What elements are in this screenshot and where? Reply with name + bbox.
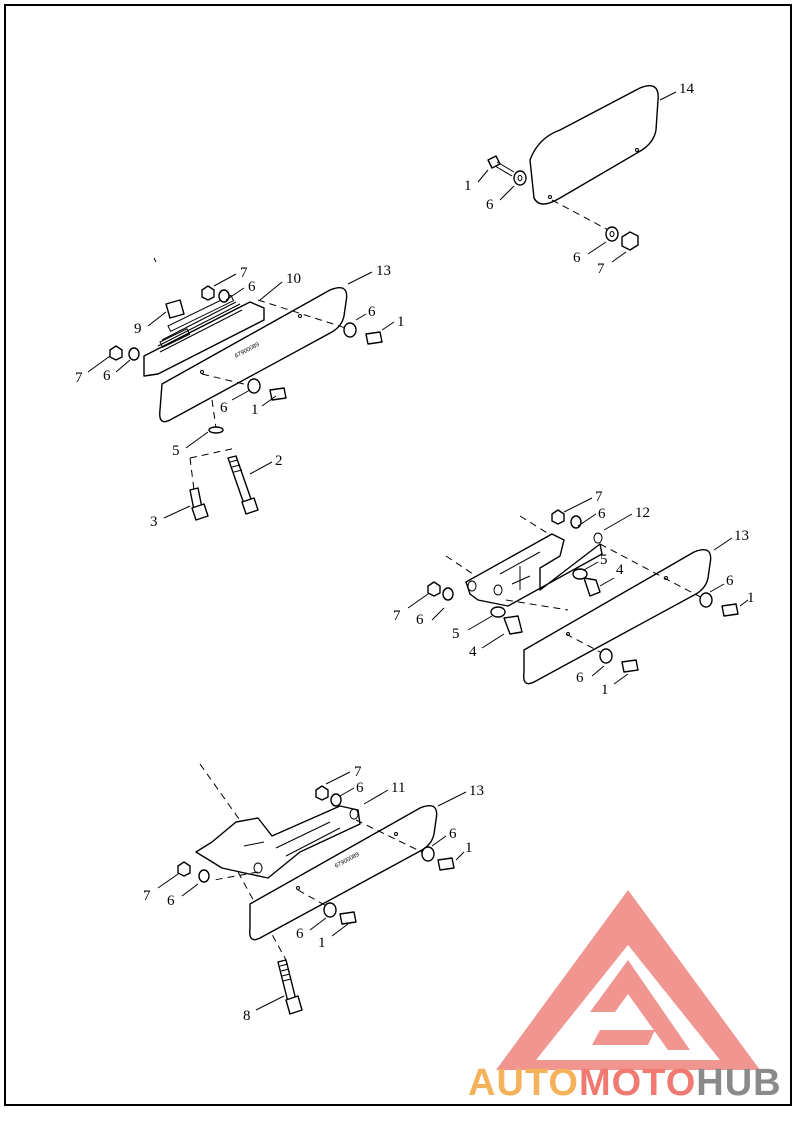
callout-b5: 9 — [134, 321, 142, 337]
callout-a3: 6 — [486, 197, 494, 213]
bolt-4 — [503, 615, 523, 635]
bolt-4 — [583, 577, 601, 597]
callout-c10: 1 — [747, 590, 755, 606]
callout-b9: 6 — [103, 368, 111, 384]
callout-c3: 12 — [635, 505, 650, 521]
callout-c1: 7 — [595, 489, 603, 505]
bracket-10 — [143, 301, 265, 377]
screw-icon — [339, 857, 455, 925]
callout-b11: 1 — [251, 402, 259, 418]
callout-c13: 6 — [576, 670, 584, 686]
nut-icon — [201, 285, 215, 301]
callout-a2: 1 — [464, 178, 472, 194]
spacer-9 — [165, 299, 185, 319]
assembly-c — [407, 497, 749, 685]
nut-icon — [551, 509, 565, 525]
logo-moto-text: MOTO — [578, 1062, 697, 1104]
callout-c8: 6 — [416, 612, 424, 628]
nut-icon — [177, 861, 191, 877]
plate-13 — [159, 287, 348, 423]
callout-c5: 5 — [600, 552, 608, 568]
callout-d6: 1 — [465, 840, 473, 856]
callout-d1: 7 — [354, 764, 362, 780]
callout-b7: 1 — [397, 314, 405, 330]
callout-d10: 1 — [318, 935, 326, 951]
callout-b4: 13 — [376, 263, 391, 279]
nut-icon — [621, 231, 639, 251]
callout-d5: 6 — [449, 826, 457, 842]
callout-b12: 5 — [172, 443, 180, 459]
callout-a1: 14 — [679, 81, 695, 97]
callout-c2: 6 — [598, 506, 606, 522]
callout-d3: 11 — [391, 780, 405, 796]
plate-13 — [249, 805, 438, 941]
callout-c4: 13 — [734, 528, 749, 544]
callout-d8: 6 — [167, 893, 175, 909]
logo-hub-text: HUB — [696, 1062, 782, 1104]
callout-c11: 5 — [452, 626, 460, 642]
callout-d9: 6 — [296, 926, 304, 942]
callout-b14: 3 — [150, 514, 158, 530]
callout-a4: 6 — [573, 250, 581, 266]
washer-5 — [572, 568, 588, 580]
bracket-12 — [465, 533, 603, 607]
callout-b6: 6 — [368, 304, 376, 320]
assembly-a — [477, 85, 677, 263]
nut-icon — [315, 785, 329, 801]
callout-a5: 7 — [597, 261, 605, 277]
nut-icon — [109, 345, 123, 361]
callout-b10: 6 — [220, 400, 228, 416]
assembly-d: 67900089 — [157, 763, 467, 1015]
callout-d4: 13 — [469, 783, 484, 799]
plate-14 — [529, 85, 659, 205]
logo-triangle-icon — [496, 890, 760, 1070]
callout-b2: 6 — [248, 279, 256, 295]
callout-d7: 7 — [143, 888, 151, 904]
nut-icon — [427, 581, 441, 597]
washer-5 — [208, 426, 224, 434]
callout-c9: 6 — [726, 573, 734, 589]
bracket-11 — [195, 805, 361, 879]
callout-d2: 6 — [356, 780, 364, 796]
logo-auto-text: AUTO — [468, 1062, 579, 1104]
screw-icon — [487, 155, 515, 177]
plate-13 — [523, 549, 712, 685]
callout-c12: 4 — [469, 644, 477, 660]
callout-numbers: 14 1 6 6 7 7 6 10 13 9 6 1 7 6 6 1 5 2 3… — [75, 81, 755, 1024]
assembly-b: 67900089 — [87, 257, 395, 521]
callout-d11: 8 — [243, 1008, 251, 1024]
callout-c6: 4 — [616, 562, 624, 578]
bolt-2 — [227, 455, 253, 505]
callout-b3: 10 — [286, 271, 301, 287]
logo-wordmark: AUTOMOTOHUB — [468, 1062, 782, 1105]
screw-icon — [621, 603, 739, 673]
callout-b1: 7 — [240, 265, 248, 281]
diagram-frame — [4, 4, 792, 1106]
callout-b13: 2 — [275, 453, 283, 469]
callout-c14: 1 — [601, 682, 609, 698]
callout-c7: 7 — [393, 608, 401, 624]
washer-5 — [490, 606, 506, 618]
callout-b8: 7 — [75, 370, 83, 386]
